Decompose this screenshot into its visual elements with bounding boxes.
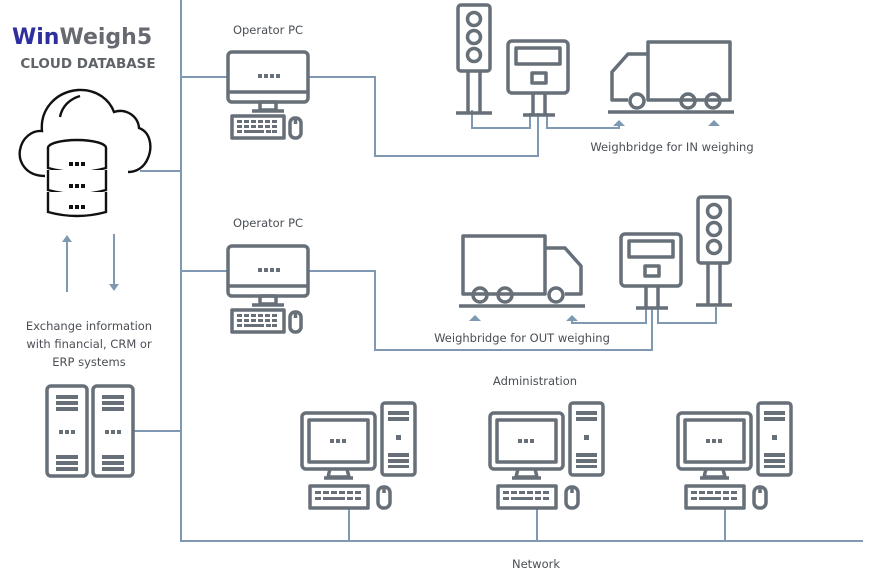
cloud-database-icon [18,88,152,218]
exchange-label-line1: Exchange information [26,319,152,333]
in-sensor-right-icon [708,120,720,126]
brand-name-part2: Weigh5 [59,25,152,50]
weighbridge-in-label: Weighbridge for IN weighing [590,140,753,154]
workstation-icon [676,401,793,510]
desktop-computer-icon [226,244,310,334]
workstation-icon [300,401,417,510]
network-label: Network [512,557,560,571]
arrow-up-icon [62,235,72,292]
network-wiring [134,0,863,542]
brand-subtitle: CLOUD DATABASE [20,56,155,72]
administration-label: Administration [493,374,577,388]
exchange-label-line3: ERP systems [52,355,125,369]
weighbridge-out-label: Weighbridge for OUT weighing [434,331,610,345]
out-sensor-left-icon [469,315,481,321]
opc2-terminal-wire [308,270,653,351]
operator-pc-1-label: Operator PC [233,23,303,37]
out-bridge-wire [571,307,647,324]
out-sensor-right-icon [566,315,578,321]
truck-icon [457,234,587,308]
truck-icon [606,40,736,114]
weighing-terminal-icon [619,232,683,310]
operator-pc-2-label: Operator PC [233,216,303,230]
opc1-terminal-wire [308,76,539,157]
in-sensor-left-icon [613,120,625,126]
traffic-light-icon [694,195,734,307]
desktop-computer-icon [226,50,310,140]
in-light-wire [471,110,531,129]
out-light-wire [657,307,717,324]
brand-name-part1: Win [12,25,59,50]
traffic-light-icon [454,3,494,115]
in-bridge-wire [546,113,620,129]
workstation-icon [488,401,605,510]
server-rack-icon [45,384,135,478]
arrow-down-icon [109,234,119,291]
weighing-terminal-icon [506,39,570,117]
brand-title: WinWeigh5 [12,25,152,50]
exchange-label-line2: with financial, CRM or [26,337,152,351]
